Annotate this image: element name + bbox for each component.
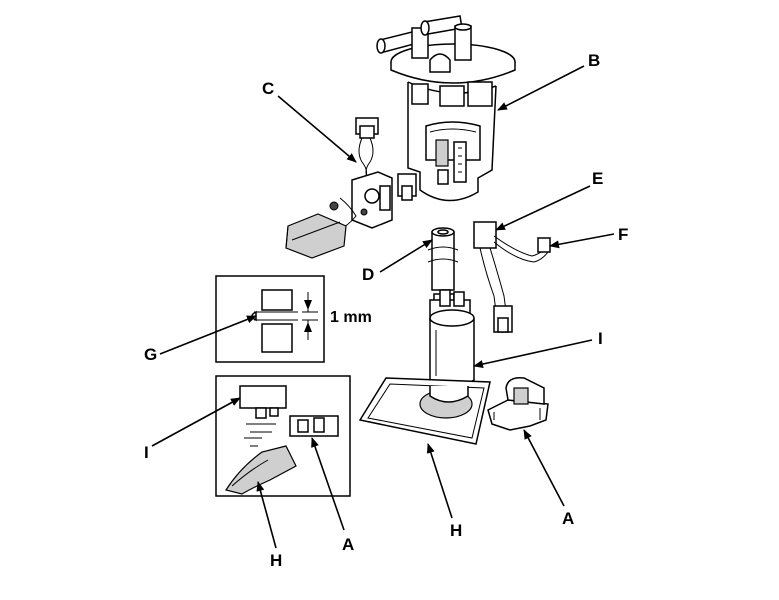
label-h-inset: H xyxy=(270,551,282,570)
leader-h-main xyxy=(426,443,453,519)
leader-i-main xyxy=(473,339,593,368)
label-i-main: I xyxy=(598,329,603,348)
leader-i-inset xyxy=(151,397,241,447)
label-b: B xyxy=(588,51,600,70)
fuel-pump-housing-b xyxy=(376,15,516,202)
leader-a-main xyxy=(523,429,565,507)
wire-harness-e-f xyxy=(473,221,551,333)
fuel-level-sender-c xyxy=(285,117,417,259)
inset-detail-g xyxy=(215,275,325,363)
fuel-pump-i xyxy=(429,289,475,388)
leader-d xyxy=(379,239,433,273)
dimension-label: 1 mm xyxy=(330,309,372,326)
leader-g xyxy=(159,315,257,355)
leader-lines xyxy=(151,65,615,549)
leader-a-inset xyxy=(311,437,345,531)
retainer-clip-a xyxy=(487,376,549,431)
inset-detail-strainer xyxy=(215,375,351,497)
leader-c xyxy=(277,95,357,163)
label-a-inset: A xyxy=(342,535,354,554)
label-d: D xyxy=(362,265,374,284)
label-c: C xyxy=(262,79,274,98)
leader-e xyxy=(495,185,591,231)
leader-f xyxy=(549,233,615,249)
strainer-h xyxy=(358,377,491,445)
label-h-main: H xyxy=(450,521,462,540)
callout-labels: B C E F D I G I H A H A 1 mm xyxy=(144,51,628,570)
label-f: F xyxy=(618,225,628,244)
label-e: E xyxy=(592,169,603,188)
leader-b xyxy=(497,65,585,111)
label-i-inset: I xyxy=(144,443,149,462)
leader-h-inset xyxy=(256,481,277,549)
label-g: G xyxy=(144,345,157,364)
label-a-main: A xyxy=(562,509,574,528)
